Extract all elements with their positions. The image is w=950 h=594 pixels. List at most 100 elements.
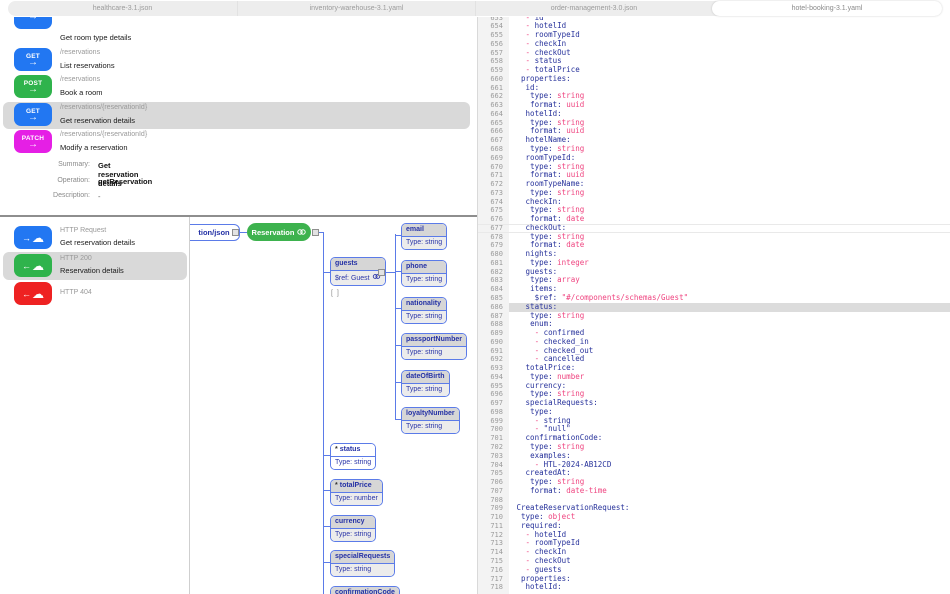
code-line[interactable]: 683 type: array — [478, 276, 950, 285]
endpoint-row[interactable]: POST → /reservations Book a room — [0, 17, 477, 98]
code-line[interactable]: 677 checkOut: — [478, 223, 950, 233]
endpoint-row[interactable]: GET → /reservations List reservations — [0, 17, 477, 71]
code-line[interactable]: 655 - roomTypeId — [478, 30, 950, 40]
code-line[interactable]: 704 - HTL-2024-AB12CD — [478, 460, 950, 470]
code-line[interactable]: 711 required: — [478, 521, 950, 531]
node-handle[interactable] — [378, 268, 385, 276]
code-line[interactable]: 688 enum: — [478, 319, 950, 329]
code-line[interactable]: 666 format: uuid — [478, 127, 950, 136]
code-line[interactable]: 708 — [478, 496, 950, 505]
code-line[interactable]: 703 examples: — [478, 451, 950, 461]
code-text: format: uuid — [530, 170, 585, 180]
code-line[interactable]: 663 format: uuid — [478, 100, 950, 110]
code-line[interactable]: 658 - status — [478, 56, 950, 66]
code-line[interactable]: 654 - hotelId — [478, 21, 950, 31]
code-line[interactable]: 673 type: string — [478, 188, 950, 198]
schema-property-node[interactable]: loyaltyNumber Type: string — [401, 407, 460, 434]
code-line[interactable]: 680 nights: — [478, 249, 950, 259]
code-text: specialRequests: — [525, 398, 598, 408]
schema-property-node[interactable]: email Type: string — [401, 223, 448, 250]
code-line[interactable]: 678 type: string — [478, 232, 950, 242]
node-handle[interactable] — [312, 228, 319, 236]
code-line[interactable]: 674 checkIn: — [478, 197, 950, 207]
endpoint-row[interactable]: GET → /reservations/{reservationId} Get … — [0, 17, 477, 129]
guests-property-node[interactable]: guests $ref: Guest — [330, 257, 386, 286]
code-line[interactable]: 690 - checked_in — [478, 337, 950, 347]
code-line[interactable]: 694 type: number — [478, 372, 950, 382]
code-line[interactable]: 679 format: date — [478, 241, 950, 250]
code-line[interactable]: 716 - guests — [478, 565, 950, 575]
summary-value[interactable]: Get reservation details — [98, 161, 139, 188]
code-line[interactable]: 709 CreateReservationRequest: — [478, 503, 950, 513]
code-line[interactable]: 661 id: — [478, 83, 950, 93]
file-tab[interactable]: healthcare-3.1.json — [8, 1, 237, 16]
code-line[interactable]: 653 - id — [478, 13, 950, 23]
code-line[interactable]: 698 type: — [478, 407, 950, 417]
code-line[interactable]: 707 format: date-time — [478, 486, 950, 496]
code-line[interactable]: 699 - string — [478, 416, 950, 426]
code-line[interactable]: 697 specialRequests: — [478, 398, 950, 408]
code-line[interactable]: 713 - roomTypeId — [478, 539, 950, 548]
code-line[interactable]: 684 items: — [478, 284, 950, 294]
code-line[interactable]: 706 type: string — [478, 477, 950, 487]
code-line[interactable]: 665 type: string — [478, 118, 950, 128]
code-line[interactable]: 712 - hotelId — [478, 530, 950, 540]
code-line[interactable]: 681 type: integer — [478, 258, 950, 268]
code-line[interactable]: 692 - cancelled — [478, 354, 950, 364]
code-line[interactable]: 685 $ref: "#/components/schemas/Guest" — [478, 293, 950, 303]
panel-divider[interactable] — [0, 215, 477, 217]
schema-property-node[interactable]: specialRequests Type: string — [330, 550, 396, 578]
schema-property-node[interactable]: *totalPrice Type: number — [330, 478, 383, 506]
code-line[interactable]: 682 guests: — [478, 267, 950, 277]
code-line[interactable]: 672 roomTypeName: — [478, 179, 950, 189]
schema-property-node[interactable]: confirmationCode — [330, 586, 400, 594]
schema-property-node[interactable]: nationality Type: string — [401, 296, 448, 324]
code-line[interactable]: 705 createdAt: — [478, 468, 950, 478]
code-line[interactable]: 667 hotelName: — [478, 135, 950, 145]
code-line[interactable]: 715 - checkOut — [478, 556, 950, 566]
code-line[interactable]: 660 properties: — [478, 74, 950, 84]
code-line[interactable]: 693 totalPrice: — [478, 363, 950, 373]
endpoint-row[interactable]: PATCH → /reservations/{reservationId} Mo… — [0, 17, 477, 153]
code-line[interactable]: 656 - checkIn — [478, 39, 950, 49]
code-line[interactable]: 675 type: string — [478, 205, 950, 215]
schema-property-node[interactable]: passportNumber Type: string — [401, 333, 468, 361]
media-type-node[interactable]: tion/json — [190, 224, 240, 241]
operation-id-value[interactable]: getReservation — [98, 176, 153, 186]
code-line[interactable]: 702 type: string — [478, 442, 950, 452]
code-line[interactable]: 696 type: string — [478, 390, 950, 399]
code-line[interactable]: 700 - "null" — [478, 425, 950, 434]
code-line[interactable]: 669 roomTypeId: — [478, 153, 950, 163]
code-line[interactable]: 718 hotelId: — [478, 582, 950, 592]
code-line[interactable]: 671 format: uuid — [478, 170, 950, 180]
code-line[interactable]: 701 confirmationCode: — [478, 433, 950, 443]
schema-property-node[interactable]: currency Type: string — [330, 514, 377, 542]
endpoint-row[interactable]: → Get room type details — [0, 17, 477, 43]
schema-property-node[interactable]: *status Type: string — [330, 443, 377, 470]
code-line[interactable]: 714 - checkIn — [478, 547, 950, 557]
code-line[interactable]: 710 type: object — [478, 512, 950, 522]
file-tab[interactable]: order-management-3.0.json — [475, 1, 712, 16]
code-line[interactable]: 670 type: string — [478, 162, 950, 172]
file-tab[interactable]: inventory-warehouse-3.1.yaml — [237, 1, 475, 16]
code-line[interactable]: 657 - checkOut — [478, 48, 950, 58]
code-line[interactable]: 689 - confirmed — [478, 328, 950, 338]
file-tab[interactable]: hotel-booking-3.1.yaml — [712, 1, 942, 16]
code-line[interactable]: 686 status: — [478, 302, 950, 312]
schema-property-node[interactable]: dateOfBirth Type: string — [401, 370, 450, 398]
code-line[interactable]: 676 format: date — [478, 214, 950, 224]
schema-property-node[interactable]: phone Type: string — [401, 259, 448, 287]
code-line[interactable]: 662 type: string — [478, 92, 950, 101]
reservation-schema-node[interactable]: Reservation — [247, 223, 311, 241]
node-handle[interactable] — [232, 228, 239, 236]
description-value[interactable]: - — [98, 192, 101, 201]
code-line[interactable]: 691 - checked_out — [478, 346, 950, 356]
code-line[interactable]: 664 hotelId: — [478, 109, 950, 119]
code-line[interactable]: 717 properties: — [478, 574, 950, 584]
code-line[interactable]: 695 currency: — [478, 381, 950, 391]
code-line[interactable]: 687 type: string — [478, 311, 950, 321]
code-line[interactable]: 668 type: string — [478, 144, 950, 154]
code-line[interactable]: 659 - totalPrice — [478, 65, 950, 75]
